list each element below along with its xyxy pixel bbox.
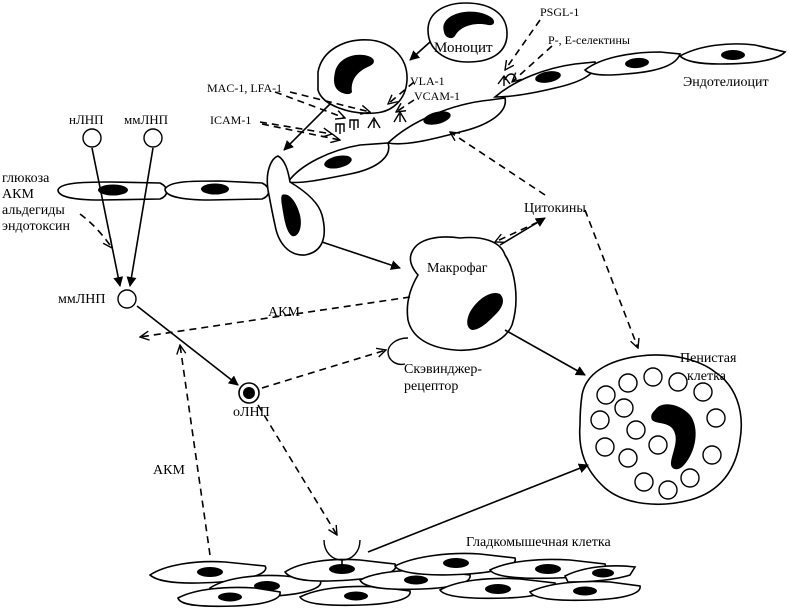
label-foam-1: Пенистая <box>680 351 737 366</box>
label-glucose: глюкоза <box>2 171 50 186</box>
nldl-particle <box>82 128 102 148</box>
label-oldl: оЛНП <box>233 405 270 420</box>
endothelium-upper <box>286 43 787 184</box>
label-endotoxin: эндотоксин <box>2 219 71 234</box>
macrophage-cell <box>387 236 517 366</box>
endothelium-lower <box>57 180 270 201</box>
oldl-core <box>243 387 255 399</box>
label-smooth-muscle: Гладкомышечная клетка <box>466 535 611 550</box>
label-macrophage: Макрофаг <box>427 261 488 276</box>
endothelial-nucleus <box>324 155 352 169</box>
label-cytokines: Цитокины <box>524 201 586 216</box>
label-akm-left: АКМ <box>2 187 34 202</box>
endothelial-nucleus <box>423 111 451 125</box>
endothelial-nucleus <box>721 50 745 60</box>
endothelial-nucleus <box>98 184 128 196</box>
labels: PSGL-1 P-, E-селектины Моноцит Эндотелио… <box>2 5 769 550</box>
label-vcam: VCAM-1 <box>414 89 460 103</box>
endothelial-nucleus <box>535 71 561 83</box>
mmldl-top-particle <box>143 128 163 148</box>
foam-cell <box>578 354 743 505</box>
label-mac-lfa: MAC-1, LFA-1 <box>207 81 282 95</box>
monocyte-transmigrating <box>266 155 326 256</box>
arrows <box>79 19 638 556</box>
label-nldl: нЛНП <box>69 112 104 127</box>
label-foam-2: клетка <box>687 369 727 384</box>
label-psgl: PSGL-1 <box>540 5 579 19</box>
label-selectins: P-, E-селектины <box>548 33 630 47</box>
smooth-muscle-layer <box>148 539 641 608</box>
label-mmldl-top: ммЛНП <box>124 112 168 127</box>
endothelial-nucleus <box>201 183 229 195</box>
mmldl-particle <box>117 289 137 309</box>
label-aldehydes: альдегиды <box>2 203 65 218</box>
label-icam: ICAM-1 <box>210 113 251 127</box>
monocyte-adhering <box>317 39 408 115</box>
label-scavenger-1: Скэвинджер- <box>404 362 482 377</box>
label-vla: VLA-1 <box>410 74 445 88</box>
label-akm-bottom: АКМ <box>153 463 185 478</box>
scavenger-receptor-smc-icon <box>323 539 361 561</box>
label-monocyte: Моноцит <box>434 40 493 56</box>
scavenger-receptor-icon <box>387 337 409 366</box>
label-mmldl: ммЛНП <box>58 292 105 307</box>
endothelial-nucleus <box>625 57 649 69</box>
monocyte-free <box>427 2 508 63</box>
label-akm-mid: АКМ <box>268 305 300 320</box>
label-endotheliocyte: Эндотелиоцит <box>683 75 769 90</box>
label-scavenger-2: рецептор <box>404 379 458 394</box>
